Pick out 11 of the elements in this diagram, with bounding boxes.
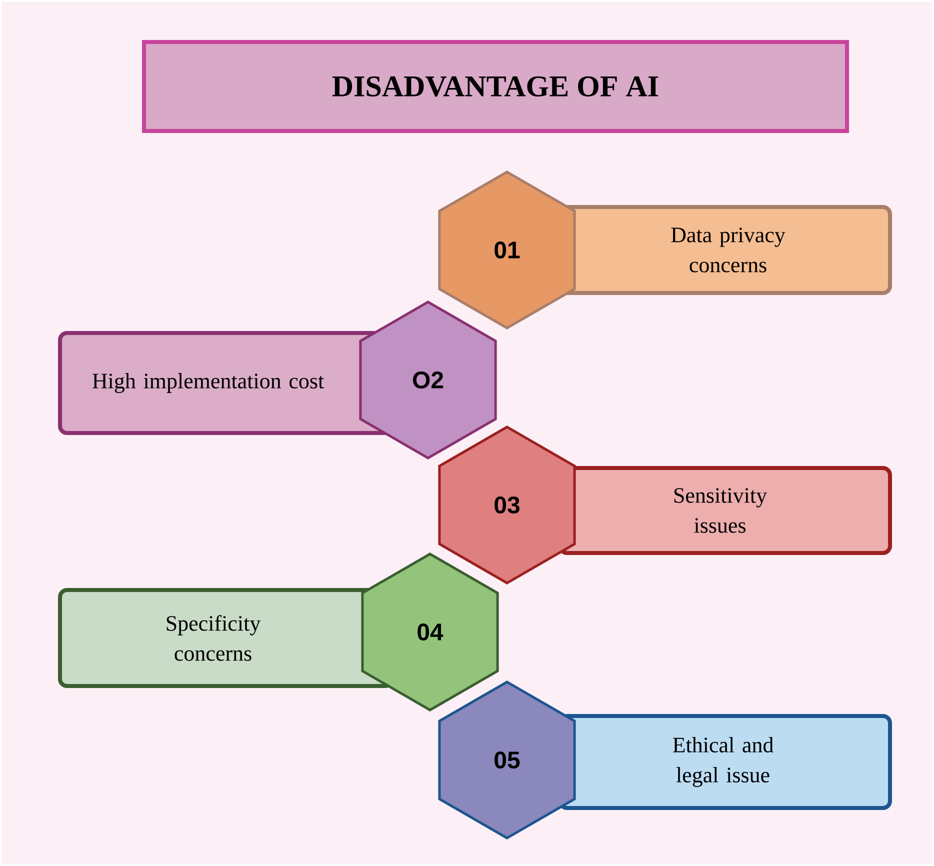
text-box: Specificity concerns [58,588,394,688]
text-box: Ethical and legal issue [558,714,892,810]
text-box: High implementation cost [58,331,394,435]
text-box: Sensitivity issues [558,466,892,555]
number-hexagon: 01 [438,170,576,330]
text-box: Data privacy concerns [558,205,892,295]
title-box: DISADVANTAGE OF AI [142,40,849,133]
number-hexagon: 05 [438,680,576,840]
number-hexagon: 04 [361,552,499,712]
number-hexagon: 03 [438,426,576,584]
number-hexagon: O2 [359,300,497,460]
